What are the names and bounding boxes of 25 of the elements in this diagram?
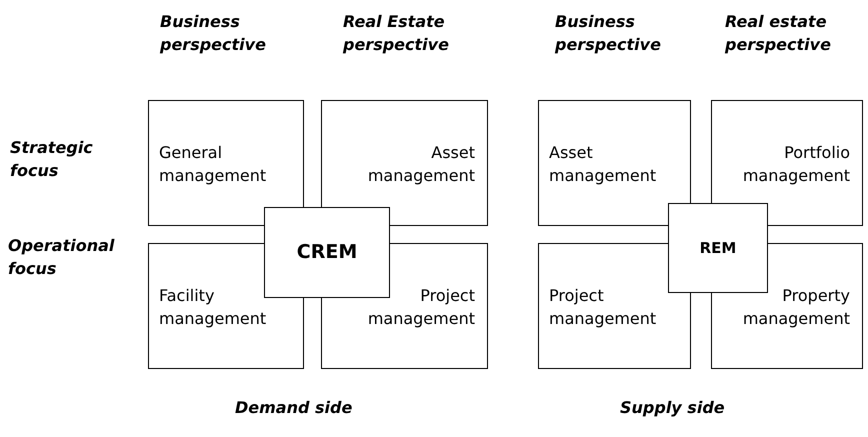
box-label: Asset management: [366, 142, 475, 187]
box-label: General management: [159, 142, 268, 187]
box-title: CREM: [296, 241, 358, 264]
quadrant-box: [148, 100, 304, 226]
quadrant-box: [538, 243, 691, 369]
box-label: Property management: [742, 285, 850, 330]
center-box: [264, 207, 390, 298]
column-heading: Real estate perspective: [725, 11, 832, 56]
box-label: Project management: [549, 285, 658, 330]
box-label: Project management: [366, 285, 475, 330]
row-heading: Operational focus: [8, 235, 116, 280]
side-caption: Supply side: [620, 397, 726, 419]
center-box: [668, 203, 768, 293]
side-caption: Demand side: [235, 397, 354, 419]
box-label: Asset management: [549, 142, 658, 187]
quadrant-box: [711, 100, 863, 226]
box-label: Facility management: [159, 285, 268, 330]
column-heading: Business perspective: [555, 11, 662, 56]
quadrant-box: [321, 100, 488, 226]
column-heading: Business perspective: [160, 11, 267, 56]
quadrant-box: [538, 100, 691, 226]
box-label: Portfolio management: [742, 142, 850, 187]
box-title: REM: [700, 238, 736, 258]
row-heading: Strategic focus: [10, 137, 94, 182]
column-heading: Real Estate perspective: [343, 11, 450, 56]
